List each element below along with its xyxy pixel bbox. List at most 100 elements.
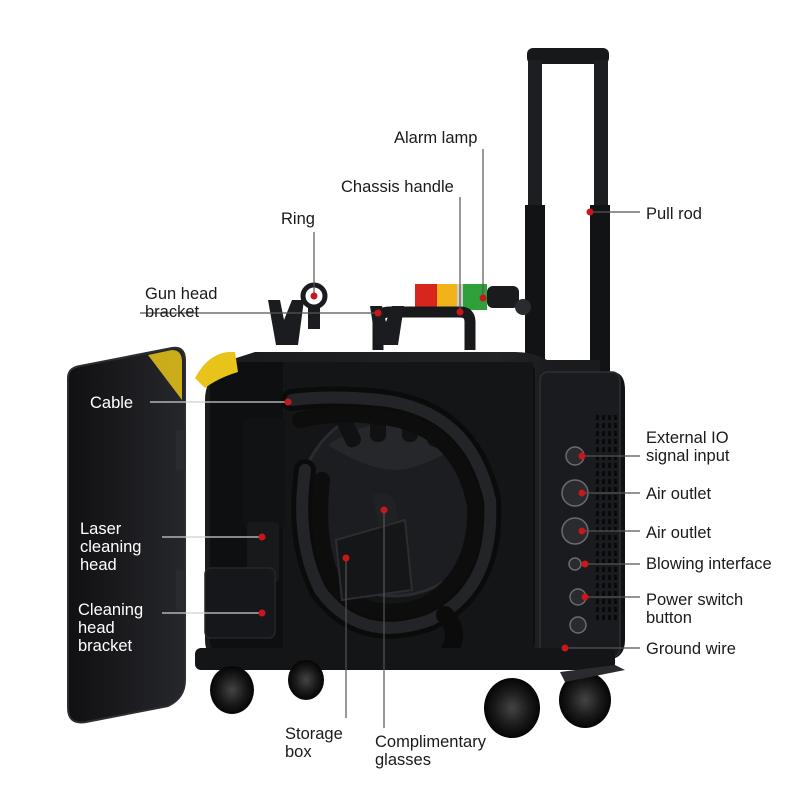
cleaning-head-bracket-shape	[204, 567, 276, 639]
vent-slot	[596, 423, 599, 428]
vent-slot	[596, 471, 599, 476]
vent-slot	[602, 447, 605, 452]
leader-cable-dot	[284, 398, 292, 406]
vent-slot	[614, 559, 617, 564]
vent-slot	[608, 487, 611, 492]
leader-pull-rod-dot	[586, 208, 594, 216]
vent-slot	[608, 527, 611, 532]
vent-slot	[608, 535, 611, 540]
vent-slot	[608, 463, 611, 468]
vent-slot	[602, 527, 605, 532]
door-yellow-edge	[148, 350, 182, 400]
vent-slot	[614, 575, 617, 580]
vent-slot	[608, 471, 611, 476]
vent-slot	[608, 567, 611, 572]
vent-slot	[614, 599, 617, 604]
vent-slot	[608, 519, 611, 524]
label-pull-rod: Pull rod	[646, 205, 702, 223]
vent-slot	[596, 431, 599, 436]
vent-slot	[608, 575, 611, 580]
vent-slot	[614, 543, 617, 548]
laser-cleaning-head	[243, 418, 285, 582]
vent-slot	[602, 599, 605, 604]
vent-slot	[602, 591, 605, 596]
vent-slot	[596, 543, 599, 548]
leader-blowing-interface-dot	[581, 560, 589, 568]
leader-chassis-handle-dot	[456, 308, 464, 316]
door-hinge-bottom	[176, 570, 186, 610]
vent-slot	[596, 567, 599, 572]
vent-slot	[596, 615, 599, 620]
leader-external-io-dot	[578, 452, 586, 460]
vent-slot	[602, 495, 605, 500]
vent-slot	[608, 599, 611, 604]
vent-slot	[602, 615, 605, 620]
label-air-outlet-1: Air outlet	[646, 485, 712, 503]
vent-slot	[596, 439, 599, 444]
vent-slot	[596, 415, 599, 420]
vent-slot	[614, 519, 617, 524]
vent-slot	[608, 559, 611, 564]
vent-slot	[596, 527, 599, 532]
vent-slot	[608, 503, 611, 508]
vent-slot	[608, 423, 611, 428]
vent-slot	[614, 495, 617, 500]
vent-slot	[602, 431, 605, 436]
vent-slot	[602, 463, 605, 468]
gun-head-bracket	[268, 300, 404, 345]
side-vent-grid	[561, 415, 617, 634]
vent-slot	[602, 559, 605, 564]
side-port	[568, 557, 582, 571]
vent-slot	[614, 551, 617, 556]
vent-slot	[596, 535, 599, 540]
vent-slot	[602, 415, 605, 420]
vent-slot	[602, 439, 605, 444]
vent-slot	[602, 607, 605, 612]
vent-slot	[614, 535, 617, 540]
vent-slot	[614, 439, 617, 444]
vent-slot	[596, 447, 599, 452]
label-ring: Ring	[281, 210, 315, 228]
vent-slot	[608, 495, 611, 500]
vent-slot	[602, 487, 605, 492]
vent-slot	[614, 423, 617, 428]
vent-slot	[614, 471, 617, 476]
vent-slot	[608, 479, 611, 484]
vent-slot	[596, 487, 599, 492]
cable-coil	[281, 386, 502, 659]
vent-slot	[596, 607, 599, 612]
vent-slot	[602, 479, 605, 484]
leader-gun-head-bracket-dot	[374, 309, 382, 317]
vent-slot	[602, 511, 605, 516]
vent-slot	[608, 591, 611, 596]
vent-slot	[602, 575, 605, 580]
vent-slot	[608, 447, 611, 452]
leader-air-outlet-1-dot	[578, 489, 586, 497]
leader-laser-head-dot	[258, 533, 266, 541]
leader-storage-box-dot	[342, 554, 350, 562]
leader-ring-dot	[310, 292, 318, 300]
label-cable: Cable	[90, 394, 134, 412]
vent-slot	[608, 455, 611, 460]
vent-slot	[614, 431, 617, 436]
vent-slot	[614, 487, 617, 492]
vent-slot	[596, 575, 599, 580]
vent-slot	[602, 503, 605, 508]
leader-ground-wire-dot	[561, 644, 569, 652]
vent-slot	[602, 535, 605, 540]
vent-slot	[596, 591, 599, 596]
vent-slot	[614, 567, 617, 572]
label-chassis-handle: Chassis handle	[341, 178, 454, 196]
side-port	[569, 616, 587, 634]
vent-slot	[596, 519, 599, 524]
label-blowing-interface: Blowing interface	[646, 555, 772, 573]
vent-slot	[614, 591, 617, 596]
vent-slot	[596, 495, 599, 500]
vent-slot	[608, 607, 611, 612]
